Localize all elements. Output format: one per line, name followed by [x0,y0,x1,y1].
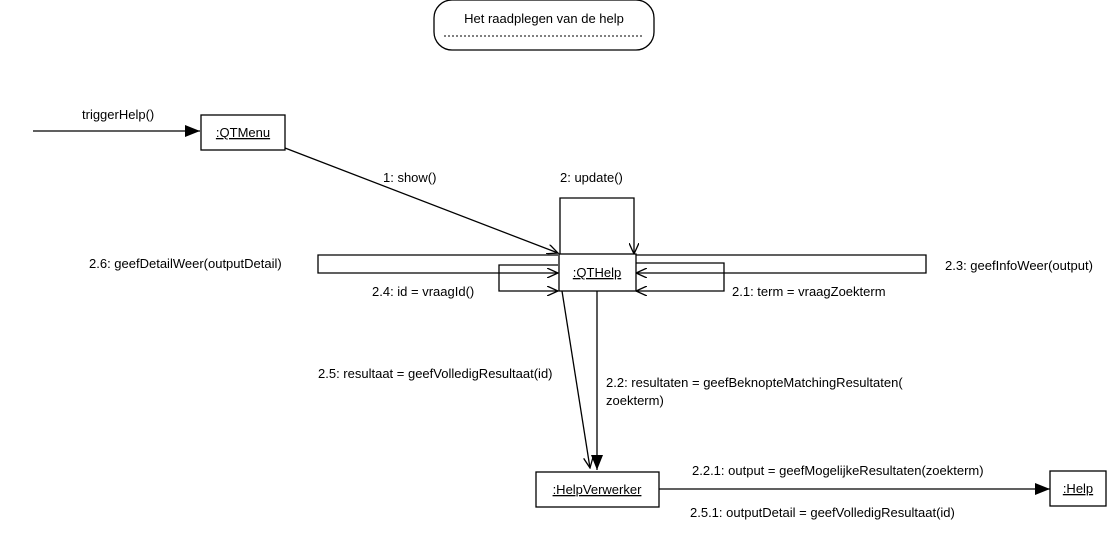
object-helpverwerker-box [535,471,660,508]
zoekterm-loop [636,262,725,291]
info-loop [636,254,927,273]
object-qthelp: :QTHelp [558,253,637,292]
object-helpverwerker: :HelpVerwerker [535,471,660,508]
title-frame [433,0,655,51]
object-qthelp-box [558,253,637,292]
update-self-loop [559,197,634,254]
message-info: 2.3: geefInfoWeer(output) [945,258,1093,273]
message-mogelijke: 2.2.1: output = geefMogelijkeResultaten(… [692,463,984,478]
message-resultaten-line1: 2.2: resultaten = geefBeknopteMatchingRe… [606,375,903,390]
vraagid-loop [498,264,558,291]
message-detail: 2.6: geefDetailWeer(outputDetail) [89,256,282,271]
show-arrow [284,147,558,253]
message-resultaten-line2: zoekterm) [606,393,664,408]
message-zoekterm: 2.1: term = vraagZoekterm [732,284,886,299]
object-helpverwerker-label: :HelpVerwerker [553,482,643,497]
message-trigger: triggerHelp() [82,107,154,122]
object-help: :Help [1049,470,1107,507]
message-outputdetail: 2.5.1: outputDetail = geefVolledigResult… [690,505,955,520]
detail-loop [317,254,558,273]
object-help-box [1049,470,1107,507]
message-vraagid: 2.4: id = vraagId() [372,284,474,299]
message-update: 2: update() [560,170,623,185]
message-resultaat: 2.5: resultaat = geefVolledigResultaat(i… [318,366,553,381]
object-help-label: :Help [1063,481,1093,496]
title-text: Het raadplegen van de help [464,11,624,26]
object-qthelp-label: :QTHelp [573,265,621,280]
object-qtmenu-box [200,114,286,151]
object-qtmenu: :QTMenu [200,114,286,151]
resultaat-arrow [561,290,590,468]
message-show: 1: show() [383,170,436,185]
diagram-title: Het raadplegen van de help [433,0,655,51]
object-qtmenu-label: :QTMenu [216,125,270,140]
